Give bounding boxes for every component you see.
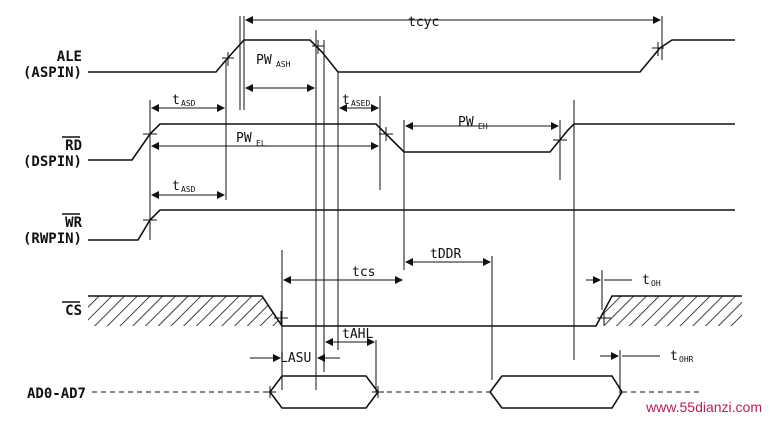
tddr-label: tDDR [430,247,461,262]
cs-hatch-left [88,296,282,326]
ale-pin-label: (ASPIN) [23,65,82,81]
cs-rise-marker [597,311,611,325]
pweh-label: PW [458,115,474,130]
cs-label: CS [65,303,82,319]
wr-waveform [88,209,735,241]
ad-address-window [269,375,379,409]
pwel-sub: EL [256,139,266,148]
ale-label: ALE [57,49,82,65]
wr-pin-label: (RWPIN) [23,231,82,247]
toh-label: t [642,273,650,288]
tasd-wr-sub: ASD [181,185,196,194]
wr-label: WR [65,215,82,231]
dimension-arrows [151,16,661,362]
tohr-sub: OHR [679,355,694,364]
rd-label: RD [65,138,82,154]
rd-pin-label: (DSPIN) [23,154,82,170]
pwel-label: PW [236,131,252,146]
rd-rise-marker [379,127,393,141]
watermark: www.55dianzi.com [645,399,762,415]
tohr-label: t [670,349,678,364]
pweh-sub: EH [478,122,488,131]
reference-lines [149,16,663,396]
tcs-label: tcs [352,265,375,280]
ad-start-marker [264,386,276,398]
cs-waveform [88,295,742,327]
rd-waveform [88,123,735,161]
ad-data-window [489,375,623,409]
ale-rise-marker [222,52,234,66]
tased-sub: ASED [351,99,370,108]
tasd-wr-label: t [172,179,180,194]
tased-label: t [342,93,350,108]
lasu-label: LASU [280,351,311,366]
tcyc-label: tcyc [408,15,439,30]
tasd-rd-sub: ASD [181,99,196,108]
cs-fall-marker [274,311,288,325]
pwash-label: PW [256,53,272,68]
tasd-rd-label: t [172,93,180,108]
cs-hatch-right [596,296,742,326]
pwash-sub: ASH [276,60,291,69]
toh-sub: OH [651,279,661,288]
ad-end-marker [372,386,384,398]
ad-label: AD0-AD7 [27,386,86,402]
ale-waveform [88,39,735,73]
ale-fall-marker [312,40,324,54]
tahl-label: tAHL [342,327,373,342]
